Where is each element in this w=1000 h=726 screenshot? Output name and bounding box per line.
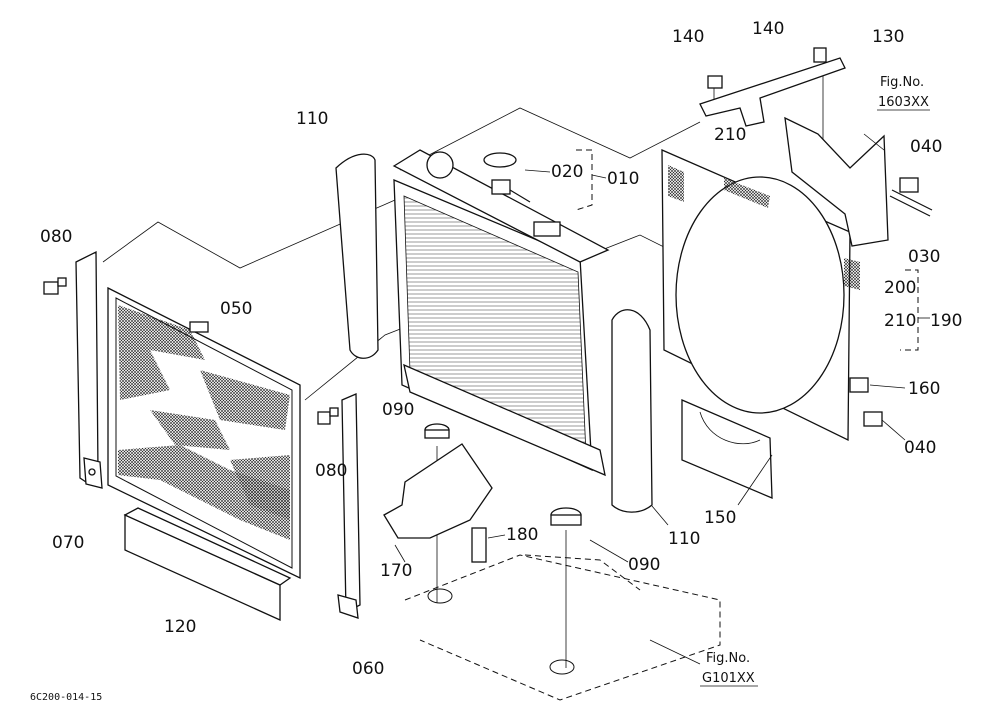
part-labels: 020 010 030 040 040 050 060 070 080 080 …: [40, 19, 962, 679]
support-bracket: [784, 116, 889, 247]
label-040-top: 040: [910, 137, 942, 157]
radiator-screen-050: [107, 286, 301, 580]
fan-shroud-190: [661, 149, 860, 442]
label-040-bottom: 040: [904, 438, 936, 458]
label-010: 010: [607, 169, 639, 189]
fig-ref-caption: Fig.No.: [880, 75, 924, 90]
fig-ref-number: 1603XX: [878, 95, 929, 110]
fig-ref-caption: Fig.No.: [706, 651, 750, 666]
fig-ref-1603XX: Fig.No. 1603XX: [877, 75, 930, 111]
bolt-040: [863, 177, 919, 427]
label-180: 180: [506, 525, 538, 545]
label-170: 170: [380, 561, 412, 581]
bracket-070: [75, 250, 103, 489]
bracket-060: [337, 393, 361, 619]
callout-leaders: [394, 133, 930, 665]
bolt-160: [849, 377, 869, 393]
drawing-id: 6C200-014-15: [30, 692, 102, 703]
fig-ref-G101XX: Fig.No. G101XX: [700, 651, 758, 687]
label-070: 070: [52, 533, 84, 553]
label-160: 160: [908, 379, 940, 399]
plate-170: [383, 443, 493, 539]
drain-cock-180: [471, 527, 487, 563]
label-080-right: 080: [315, 461, 347, 481]
label-120: 120: [164, 617, 196, 637]
label-060: 060: [352, 659, 384, 679]
label-110-left: 110: [296, 109, 328, 129]
label-080-left: 080: [40, 227, 72, 247]
cushion-090: [424, 423, 582, 526]
label-110-right: 110: [668, 529, 700, 549]
seal-110-left: [335, 153, 379, 359]
label-140-right: 140: [752, 19, 784, 39]
pad-120: [123, 507, 292, 622]
label-130: 130: [872, 27, 904, 47]
label-190: 190: [930, 311, 962, 331]
fig-ref-number: G101XX: [702, 671, 755, 686]
bolt-080: [43, 277, 339, 425]
bolt-140: [707, 47, 827, 89]
label-050: 050: [220, 299, 252, 319]
label-090-right: 090: [628, 555, 660, 575]
cover-150: [681, 399, 773, 499]
label-200: 200: [884, 278, 916, 298]
radiator-010: [392, 149, 610, 477]
label-020: 020: [551, 162, 583, 182]
seal-110-right: [611, 309, 653, 513]
rod-030: [889, 189, 933, 217]
label-210-top: 210: [714, 125, 746, 145]
label-210-right: 210: [884, 311, 916, 331]
label-150: 150: [704, 508, 736, 528]
group-brackets: [575, 149, 919, 351]
label-140-left: 140: [672, 27, 704, 47]
stay-130: [699, 57, 846, 127]
label-030: 030: [908, 247, 940, 267]
radiator-cap-020: [483, 152, 531, 203]
label-090-left: 090: [382, 400, 414, 420]
frame-outline: [404, 554, 721, 701]
